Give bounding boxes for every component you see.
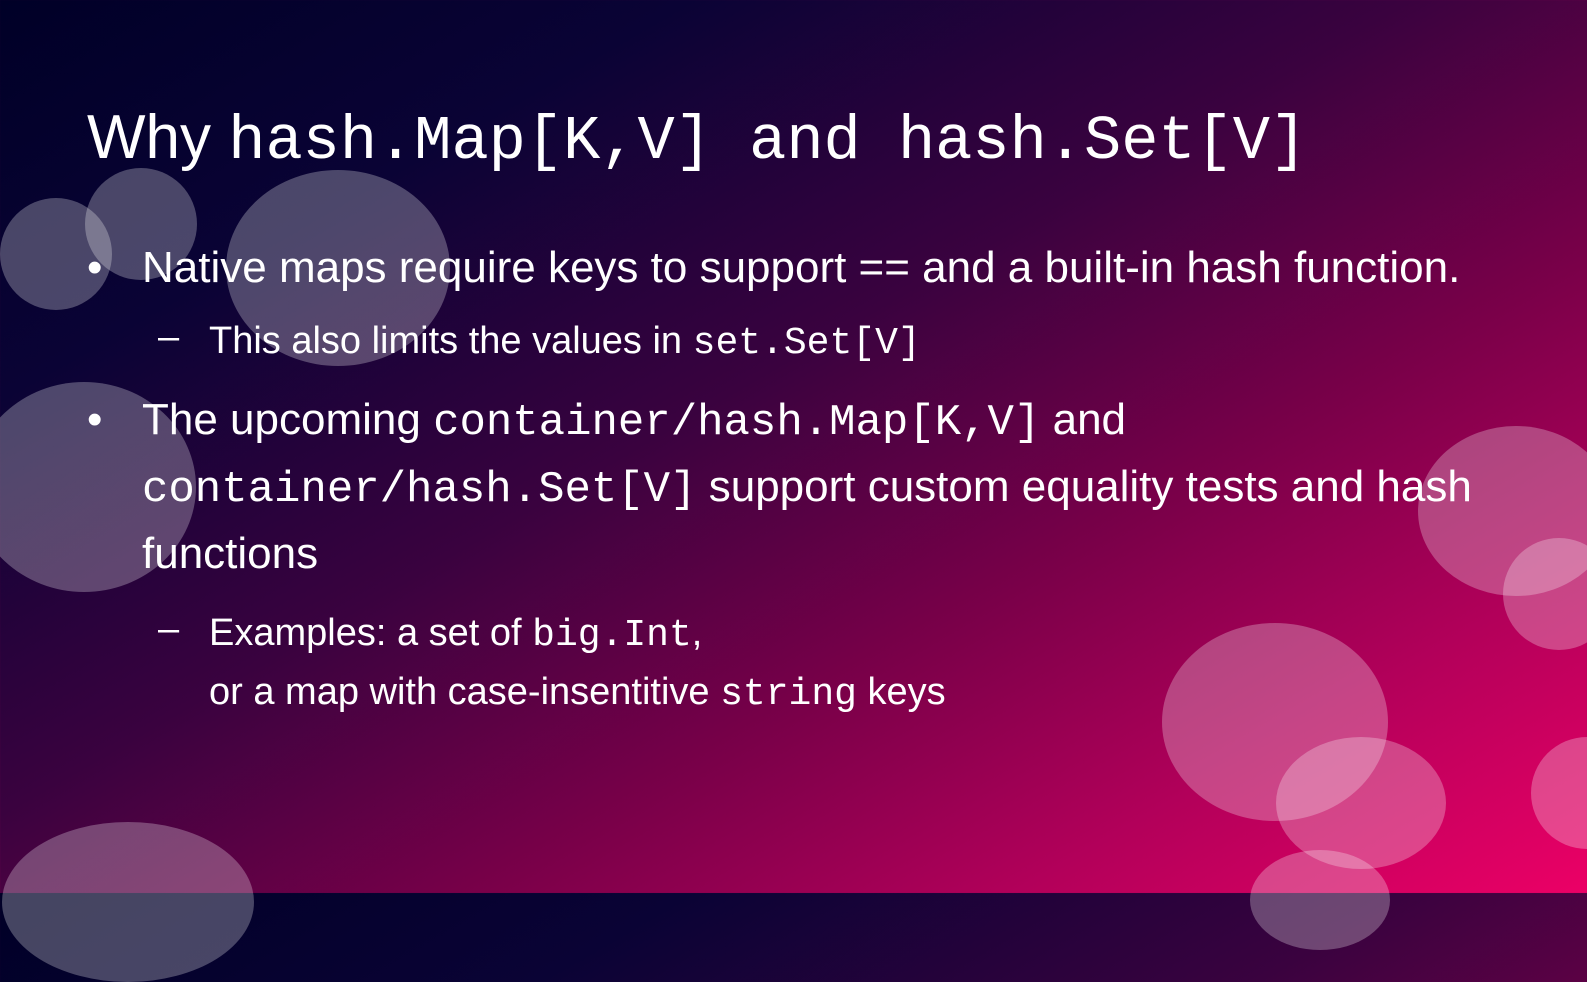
subbullet-line-1: Examples: a set of big.Int, <box>209 605 1527 664</box>
bullet-code-map: container/hash.Map[K,V] <box>433 398 1041 448</box>
slide-content: • Native maps require keys to support ==… <box>87 236 1527 723</box>
subbullet-marker: – <box>158 316 180 358</box>
subbullet-text: Examples: a set of <box>209 612 533 654</box>
decorative-bubble <box>85 168 197 280</box>
bullet-code-set: container/hash.Set[V] <box>142 465 697 515</box>
subbullet-text: This also limits the values in <box>209 320 693 362</box>
subbullet-marker: – <box>158 608 180 650</box>
decorative-bubble <box>2 822 254 982</box>
title-text: Why <box>87 103 229 172</box>
decorative-bubble <box>226 170 450 366</box>
bullet-text: Native maps require keys to support == a… <box>142 243 1461 292</box>
decorative-bubble <box>1503 538 1587 650</box>
bullet-text: support custom equality tests and hash f… <box>142 462 1472 578</box>
decorative-bubble <box>1531 737 1587 849</box>
subbullet-examples: – Examples: a set of big.Int, or a map w… <box>87 605 1527 723</box>
decorative-bubble <box>1250 850 1390 950</box>
bullet-container-hash: • The upcoming container/hash.Map[K,V] a… <box>87 388 1527 585</box>
subbullet-set-values: – This also limits the values in set.Set… <box>87 313 1527 372</box>
bullet-marker: • <box>87 395 103 444</box>
decorative-bubble <box>1162 623 1388 821</box>
decorative-bubble <box>1418 426 1587 596</box>
subbullet-code-big-int: big.Int <box>532 614 692 657</box>
subbullet-text: keys <box>856 671 946 713</box>
subbullet-text: or a map with case-insentitive <box>209 671 721 713</box>
subbullet-code: set.Set[V] <box>692 322 921 365</box>
bullet-marker: • <box>87 243 103 292</box>
title-code-hash-set: hash.Set[V] <box>897 106 1308 177</box>
slide-title: Why hash.Map[K,V] and hash.Set[V] <box>87 100 1307 180</box>
bullet-text: The upcoming <box>142 395 434 444</box>
decorative-bubble <box>0 382 196 592</box>
subbullet-code-string: string <box>720 673 857 716</box>
bullet-native-maps: • Native maps require keys to support ==… <box>87 236 1527 299</box>
subbullet-text: , <box>691 612 703 654</box>
subbullet-line-2: or a map with case-insentitive string ke… <box>209 664 1527 723</box>
title-text-and: and <box>711 106 898 177</box>
decorative-bubble <box>1276 737 1446 869</box>
decorative-bubble <box>0 198 112 310</box>
title-code-hash-map: hash.Map[K,V] <box>228 106 712 177</box>
bullet-text: and <box>1040 395 1127 444</box>
